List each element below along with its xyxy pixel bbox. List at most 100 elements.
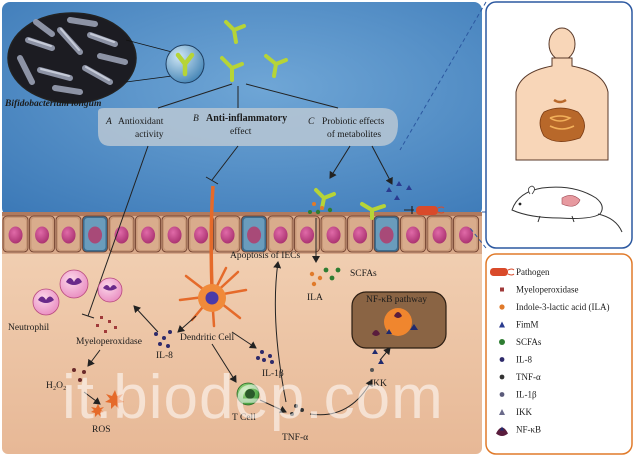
zoom-line-top: [399, 1, 487, 151]
tnfa-label: TNF-α: [282, 433, 308, 443]
il8-label: IL-8: [156, 351, 173, 361]
h2o2-dots: [72, 368, 86, 382]
legend-panel: [485, 253, 633, 455]
nfkb-icon: [496, 426, 508, 436]
epithelial-cell: [161, 215, 188, 253]
bacterium-label: Bifidobacterium longum: [4, 99, 101, 109]
bifido-rod-icon: [175, 52, 195, 77]
legend-label: FimM: [516, 320, 539, 330]
dendritic-cell: [178, 185, 248, 328]
epithelial-cell: [453, 215, 479, 253]
mechanism-b: B Anti-inflammatory effect: [193, 113, 287, 137]
bifido-rod-icon: [220, 56, 244, 82]
anti-inflammatory-label-2: effect: [230, 126, 252, 137]
legend-icons: [490, 268, 515, 436]
h2o2-arrow: [83, 391, 101, 405]
ros-icon: [91, 390, 124, 417]
epithelial-cell: [294, 215, 320, 253]
myeloperoxidase-dots: [96, 316, 117, 333]
epithelial-cell: [400, 215, 426, 253]
legend-label: Indole-3-lactic acid (ILA): [516, 302, 609, 312]
neutrophil-label: Neutrophil: [8, 323, 50, 333]
nfkb-pathway-label: NF-κB pathway: [366, 295, 427, 305]
legend-label: Pathogen: [516, 267, 550, 277]
epithelial-cell: [320, 215, 347, 253]
il8-arrow: [133, 305, 159, 333]
legend-label: SCFAs: [516, 337, 542, 347]
dendritic-label: Dendritic Cell: [180, 333, 234, 343]
bifido-rod-icon: [224, 20, 246, 44]
metabolite-cluster: [308, 181, 445, 220]
bifido-rod-icon: [264, 54, 288, 78]
pathogen-icon: [490, 268, 515, 276]
bifido-rod-icon: [360, 202, 386, 220]
neutrophils: [32, 269, 123, 316]
bacterium-micrograph: [7, 12, 205, 104]
ros-label: ROS: [92, 425, 110, 435]
letter-c: C: [308, 117, 315, 127]
mouse-icon: [511, 185, 623, 233]
mpo-arrow: [87, 349, 101, 367]
letter-b: B: [193, 114, 199, 124]
legend-label: IKK: [516, 407, 532, 417]
tcell-label: T Cell: [232, 413, 256, 423]
dc-to-tcell-arrow: [211, 343, 237, 383]
tnfa-dots: [290, 404, 304, 416]
nfkb-pathway-box: [351, 291, 447, 349]
myeloperoxidase-label: Myeloperoxidase: [76, 337, 142, 347]
bifido-cluster: [220, 20, 288, 82]
ikk-to-nfkb-arrow: [379, 347, 391, 361]
epithelial-cell: [188, 215, 214, 253]
human-icon: [515, 27, 609, 161]
antioxidant-label-1: Antioxidant: [118, 117, 164, 127]
zoom-line-bottom: [469, 227, 487, 249]
dc-to-il8-arrow: [177, 315, 197, 333]
mechanism-bubble: [98, 108, 398, 146]
letter-a: A: [105, 117, 112, 127]
legend-label: Myeloperoxidase: [516, 285, 578, 295]
epithelial-cell: [373, 215, 400, 253]
epithelial-cell: [29, 215, 55, 253]
scfa-ila-dots: [309, 267, 341, 287]
t-cell: [236, 382, 260, 406]
epithelial-cell: [214, 215, 241, 253]
epithelial-cell: [267, 215, 294, 253]
anti-inflammatory-label-1: Anti-inflammatory: [206, 113, 287, 124]
epithelium-layer: [2, 212, 482, 254]
ikk-dots: [370, 349, 384, 372]
tcell-to-tnfa-arrow: [259, 399, 287, 414]
il1b-icon: [499, 392, 505, 397]
mechanism-a: A Antioxidant activity: [105, 117, 164, 140]
mechanism-c: C Probiotic effects of metabolites: [308, 116, 385, 140]
ila-icon: [499, 304, 505, 310]
scfas-label: SCFAs: [350, 269, 377, 279]
epithelial-cell: [82, 215, 108, 253]
scfas-icon: [499, 339, 505, 345]
ila-label: ILA: [307, 293, 323, 303]
ikk-icon: [499, 409, 505, 415]
watermark: it.biodep.com: [62, 363, 444, 432]
legend-label: IL-8: [516, 355, 532, 365]
apoptosis-label: Apoptosis of IECs: [230, 250, 301, 261]
ikk-label: IKK: [370, 379, 387, 389]
pathogen-icon: [416, 206, 445, 215]
myeloperoxidase-icon: [500, 287, 504, 292]
il1b-dots: [256, 350, 274, 364]
fimm-icon: [499, 321, 505, 328]
il8-icon: [499, 357, 505, 362]
dc-to-il1b-arrow: [231, 331, 257, 349]
probiotic-label-1: Probiotic effects: [322, 116, 385, 127]
probiotic-label-2: of metabolites: [327, 129, 381, 140]
tnfa-icon: [499, 374, 505, 380]
epithelial-cell: [241, 215, 267, 253]
legend-label: TNF-α: [516, 372, 541, 382]
il1b-label: IL-1β: [262, 369, 284, 379]
antioxidant-label-2: activity: [135, 130, 164, 140]
epithelial-cell: [2, 215, 29, 253]
epithelial-cell: [426, 215, 453, 253]
legend-label: NF-κB: [516, 425, 541, 435]
epithelial-cell: [347, 215, 373, 253]
